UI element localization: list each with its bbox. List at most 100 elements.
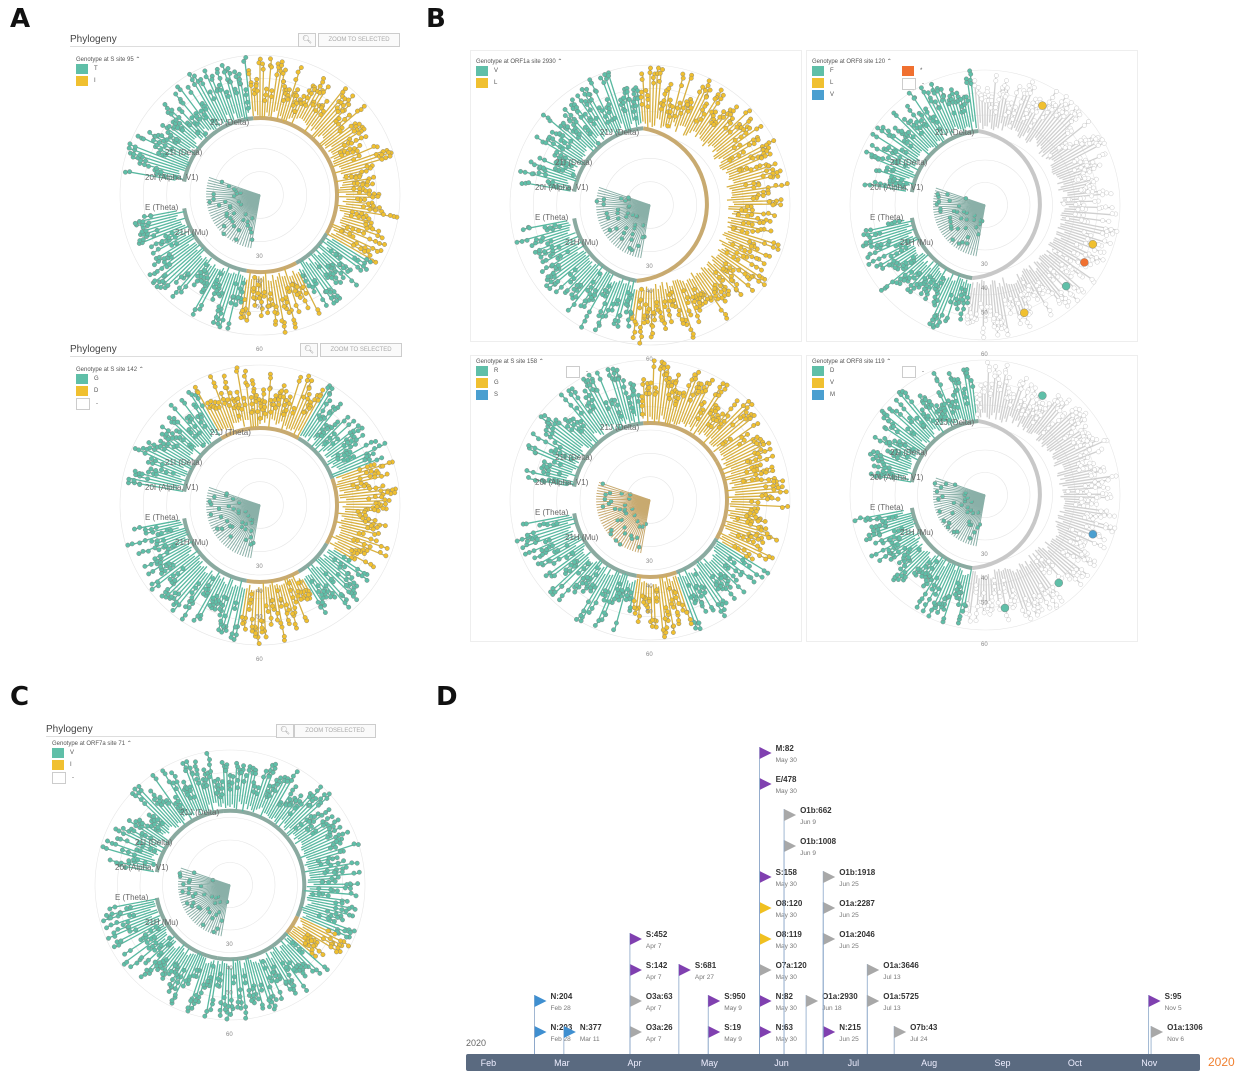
legend-item-b2-2[interactable]: V [812,90,834,100]
tree-backbone [572,126,644,192]
legend-item-b1-0[interactable]: V [476,66,498,76]
tree-branch [580,568,612,622]
tip-node [286,401,292,407]
legend-item-a2-1[interactable]: D [76,386,98,396]
tip-node [742,271,748,277]
tip-node [255,409,260,415]
tip-node [270,603,276,609]
search-icon[interactable]: 🔍︎ [276,724,294,738]
tip-node [734,398,740,404]
tip-node [1051,269,1057,275]
tree-branch [703,558,731,588]
grid-ring [189,124,331,266]
tip-node [315,307,321,313]
tree-branch [231,587,244,638]
tip-node [965,320,971,326]
tip-node [887,439,893,445]
tip-node [228,534,233,539]
legend-item-b4-2[interactable]: M [812,390,835,400]
zoom-to-selected-button-a2[interactable]: ZOOM TO SELECTED [320,343,402,357]
tree-branch [173,566,208,606]
legend-item-b4-3[interactable]: - [902,366,924,378]
tip-node [354,437,359,443]
legend-item-b4-0[interactable]: D [812,366,834,376]
tree-branch [936,280,956,327]
tip-node [763,252,769,258]
tip-node [226,321,232,327]
tip-node [294,93,300,99]
search-icon[interactable]: 🔍︎ [298,33,316,47]
tip-node [964,80,970,85]
tree-branch [711,109,751,147]
tree-branch [561,394,595,434]
tip-node [693,118,699,124]
legend-item-b2-4[interactable]: - [902,78,924,90]
tip-node [1068,128,1074,134]
tip-node [125,542,131,548]
tip-node [1048,312,1054,318]
tip-node [286,310,292,315]
search-icon[interactable]: 🔍︎ [300,343,318,357]
tip-node [1017,321,1023,326]
tip-node [316,264,322,270]
tip-node [207,89,213,95]
tip-node [203,74,209,80]
tip-node [342,600,348,606]
tip-node [215,526,220,531]
legend-item-b2-1[interactable]: L [812,78,833,88]
tip-node [740,534,746,540]
tip-node [743,130,749,136]
tip-node [357,512,363,518]
zoom-to-selected-button-c1[interactable]: ZOOM TOSELECTED [294,724,376,738]
tip-node [555,279,561,284]
tip-node [1071,250,1077,256]
legend-item-a1-0[interactable]: T [76,64,98,74]
tip-node [688,312,694,318]
tree-branch [310,87,346,132]
legend-item-b3-3[interactable]: - [566,366,588,378]
tip-node [382,497,388,503]
tip-node [675,105,681,111]
tip-node [717,274,722,280]
tree-branch [662,84,672,127]
tip-node [908,118,914,124]
tip-node [761,568,767,574]
tip-node [522,169,528,175]
tip-node [568,138,574,144]
tip-node [650,323,656,329]
tip-node [545,274,551,280]
tree-branch [546,548,585,577]
tree-branch [333,145,378,165]
tip-node [596,313,602,319]
legend-item-b2-3[interactable]: * [902,66,922,76]
tip-node [564,162,570,168]
legend-item-b4-1[interactable]: V [812,378,834,388]
tip-node [280,297,285,303]
legend-item-b3-1[interactable]: G [476,378,499,388]
legend-item-a2-0[interactable]: G [76,374,99,384]
tip-node [519,536,525,542]
tip-node [382,242,387,247]
tip-node [713,408,718,414]
tick-label: 30 [981,262,988,268]
tip-node [587,291,593,297]
tip-node [987,308,993,314]
tip-node [1059,99,1064,105]
tip-node [1063,94,1069,99]
tip-node [980,325,986,331]
tip-node [593,600,599,606]
tip-node [349,140,354,146]
tip-node [873,474,878,479]
legend-item-a1-1[interactable]: I [76,76,96,86]
legend-item-b3-0[interactable]: R [476,366,498,376]
zoom-to-selected-button-a1[interactable]: ZOOM TO SELECTED [318,33,400,47]
legend-item-a2-2[interactable]: - [76,398,98,410]
tip-node [159,530,164,536]
tip-node [355,566,361,572]
tip-node [965,374,971,380]
legend-item-b2-0[interactable]: F [812,66,834,76]
legend-item-b1-1[interactable]: L [476,78,497,88]
tip-node [203,106,209,112]
tip-node [1061,113,1067,119]
legend-item-b3-2[interactable]: S [476,390,498,400]
